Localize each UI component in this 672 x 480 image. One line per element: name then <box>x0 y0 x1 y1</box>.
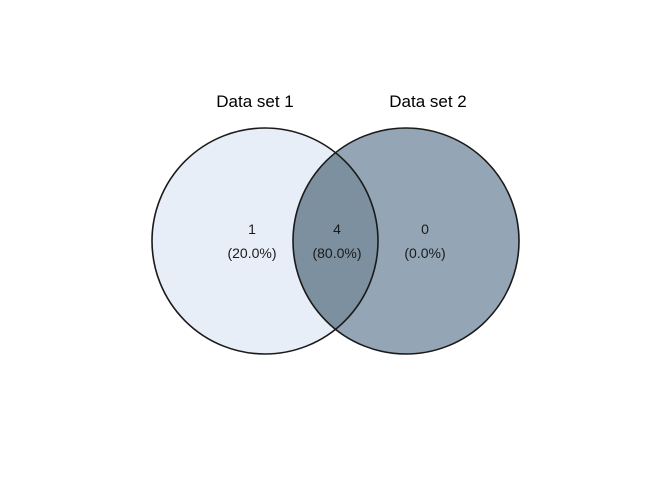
set1-title: Data set 1 <box>216 92 294 111</box>
intersection-percent: (80.0%) <box>312 245 361 261</box>
set1-circle-outline <box>151 127 379 355</box>
left-only-count: 1 <box>248 221 256 237</box>
intersection-fill <box>293 128 378 354</box>
set2-title: Data set 2 <box>389 92 467 111</box>
right-only-percent: (0.0%) <box>404 245 445 261</box>
intersection-region[interactable] <box>293 128 519 354</box>
set2-circle-outline <box>292 127 520 355</box>
intersection-count: 4 <box>333 221 341 237</box>
right-only-count: 0 <box>421 221 429 237</box>
left-only-percent: (20.0%) <box>227 245 276 261</box>
